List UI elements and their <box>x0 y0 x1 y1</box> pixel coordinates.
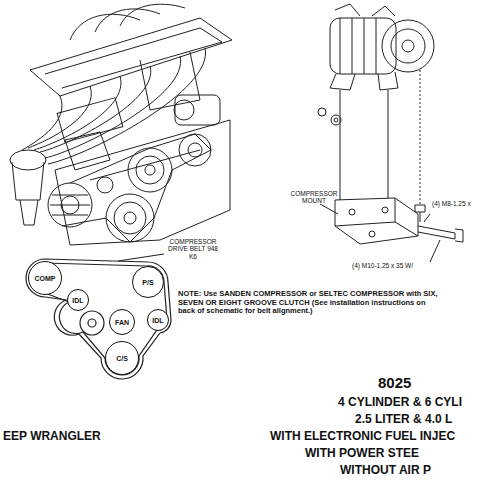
idler-pulley: IDL <box>147 309 169 331</box>
title-block-line: WITH POWER STEE <box>305 447 419 461</box>
pulley-label: FAN <box>115 319 129 326</box>
pulley-label: IDL <box>72 297 83 304</box>
note-text: NOTE: Use SANDEN COMPRESSOR or SELTEC CO… <box>178 290 443 316</box>
drive-belt <box>26 254 171 379</box>
title-block-line: 4 CYLINDER & 6 CYLI <box>338 396 462 410</box>
fastener-label: (4) M10-1.25 x 35 W/ <box>352 262 413 269</box>
kit-number: 8025 <box>378 374 411 391</box>
title-block-line: WITH ELECTRONIC FUEL INJEC <box>270 430 455 444</box>
title-block-line: WITHOUT AIR P <box>340 464 431 478</box>
compressor-illustration <box>318 4 463 262</box>
title-block-line: 2.5 LITER & 4.0 L <box>355 413 452 427</box>
pulley-label: IDL <box>152 317 163 324</box>
pulley-label: C/S <box>116 355 128 362</box>
crank-pulley: C/S <box>105 341 139 375</box>
fastener-label: (4) M8-1.25 x <box>432 200 471 207</box>
pulley-label: COMP <box>35 275 56 282</box>
fan-pulley: FAN <box>109 309 135 335</box>
compressor-pulley: COMP <box>28 261 62 295</box>
part-label: COMPRESSOR MOUNT <box>288 190 340 205</box>
pulley-label: P/S <box>142 279 153 286</box>
part-label: COMPRESSOR DRIVE BELT 948 K6 <box>167 238 219 260</box>
engine-illustration <box>10 4 232 245</box>
power-steering-pulley: P/S <box>132 266 164 298</box>
idler-pulley: IDL <box>67 289 89 311</box>
vehicle-label: EEP WRANGLER <box>3 430 101 444</box>
